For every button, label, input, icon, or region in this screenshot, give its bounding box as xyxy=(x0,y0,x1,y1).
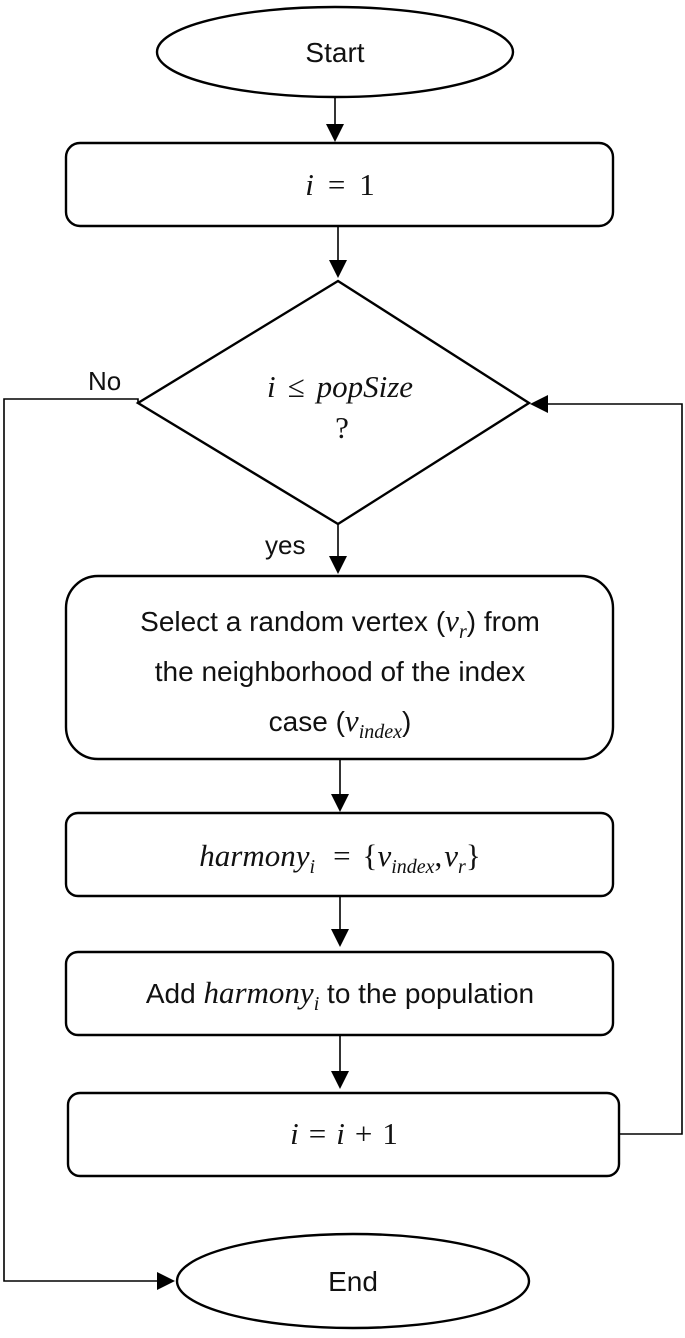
arrow-start-to-init xyxy=(326,97,344,142)
vertex-var-index: v xyxy=(345,703,359,738)
add-text: Add harmonyi to the population xyxy=(146,975,534,1015)
start-label: Start xyxy=(305,37,364,68)
end-label: End xyxy=(328,1266,378,1297)
select-line-1: Select a random vertex (vr) from xyxy=(140,603,540,643)
no-label: No xyxy=(88,366,121,396)
start-node: Start xyxy=(155,5,515,99)
select-line-3: case (vindex) xyxy=(269,703,412,743)
vertex-var-r: v xyxy=(445,603,459,638)
init-node: i = 1 xyxy=(64,141,615,228)
select-node: Select a random vertex (vr) from the nei… xyxy=(64,574,615,761)
init-var: i xyxy=(305,167,314,202)
add-node: Add harmonyi to the population xyxy=(64,950,615,1037)
decision-op: ≤ xyxy=(288,369,305,404)
decision-term: popSize xyxy=(315,369,414,404)
end-node: End xyxy=(175,1232,531,1330)
no-branch-connector xyxy=(3,398,175,1290)
harmony-var: harmony xyxy=(199,838,309,873)
harmony-var: harmony xyxy=(203,975,313,1010)
increment-node: i=i+1 xyxy=(66,1091,621,1178)
init-op: = xyxy=(328,167,345,202)
select-line-2: the neighborhood of the index xyxy=(155,656,526,687)
arrow-select-to-assign xyxy=(331,759,349,812)
arrow-init-to-decision xyxy=(329,226,347,278)
arrow-assign-to-add xyxy=(331,896,349,947)
init-value: 1 xyxy=(359,167,375,202)
arrow-decision-to-select xyxy=(329,524,347,574)
assign-expression: harmonyi={vindex,vr} xyxy=(199,838,480,878)
decision-condition: i ≤ popSize xyxy=(267,369,413,404)
assign-node: harmonyi={vindex,vr} xyxy=(64,811,615,898)
loop-back-connector xyxy=(530,395,683,1135)
decision-var: i xyxy=(267,369,276,404)
decision-question: ? xyxy=(335,410,349,445)
yes-label: yes xyxy=(265,530,305,560)
increment-expression: i=i+1 xyxy=(290,1116,398,1151)
init-expression: i = 1 xyxy=(305,167,375,202)
arrow-add-to-increment xyxy=(331,1035,349,1089)
decision-node: i ≤ popSize ? xyxy=(135,279,532,526)
